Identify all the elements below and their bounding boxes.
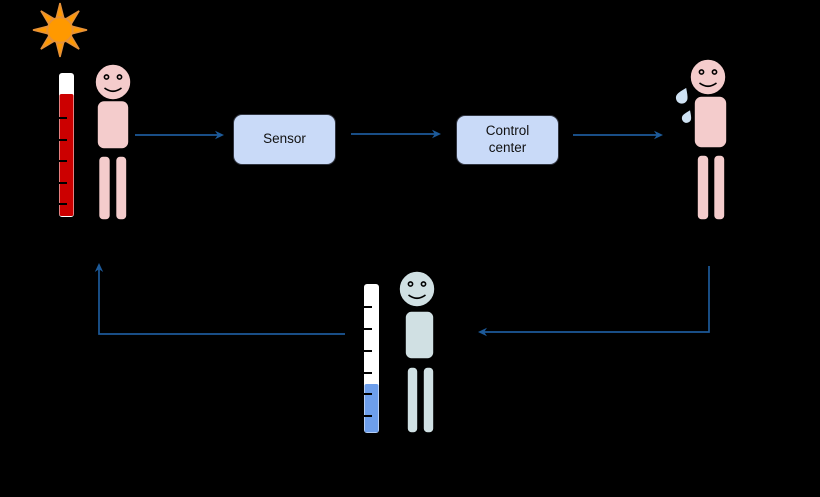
smile <box>408 294 426 300</box>
flow-arrows <box>94 129 710 337</box>
arrowhead-left <box>478 327 487 337</box>
cool-person-figure <box>398 270 436 434</box>
thermometer-low-ticks <box>364 306 372 417</box>
smile <box>104 87 122 93</box>
thermometer-high-ticks <box>59 117 67 205</box>
sweating-person-figure <box>689 58 728 221</box>
thermometer-low-icon <box>362 282 381 435</box>
sweat-drops-icon <box>674 85 693 124</box>
sensor-box: Sensor <box>233 114 336 165</box>
arrowhead-right-1 <box>215 130 224 140</box>
control-center-box: Control center <box>456 115 559 165</box>
arrowhead-right-2 <box>432 129 441 139</box>
control-center-label: Control center <box>485 123 530 155</box>
smile <box>699 82 717 88</box>
sensor-label: Sensor <box>263 131 306 147</box>
arrowhead-up <box>94 263 104 272</box>
warm-person-figure <box>94 63 132 221</box>
sun-icon <box>32 2 88 58</box>
thermometer-high-icon <box>57 71 76 219</box>
arrow-cool-to-warm <box>98 269 345 335</box>
arrow-sweating-to-cool <box>484 266 710 333</box>
arrowhead-right-3 <box>654 130 663 140</box>
